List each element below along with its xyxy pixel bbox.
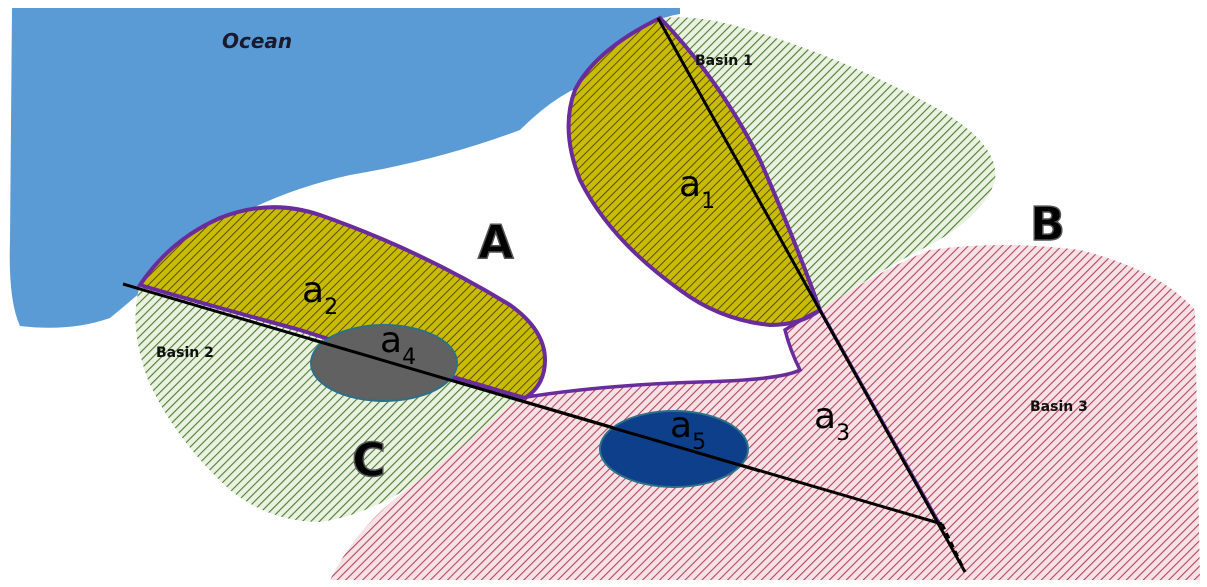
area-label-a1: a1 bbox=[679, 164, 715, 214]
basin-1-shape bbox=[660, 17, 996, 310]
area-label-a4: a4 bbox=[380, 320, 416, 370]
divide-line-dashed-tail bbox=[940, 523, 967, 573]
region-b-label: B bbox=[1030, 197, 1065, 251]
area-label-a3: a3 bbox=[814, 396, 850, 446]
divide-line-over-ellipses bbox=[309, 337, 761, 473]
basin-1-label: Basin 1 bbox=[695, 53, 753, 69]
basin-2-shape bbox=[135, 285, 520, 522]
area-label-a2: a2 bbox=[302, 270, 338, 320]
basin-3-shape bbox=[330, 245, 1200, 580]
ocean-label: Ocean bbox=[222, 29, 292, 53]
region-a-label: A bbox=[478, 215, 514, 269]
region-a3-outline bbox=[519, 307, 942, 526]
basin-3-label: Basin 3 bbox=[1030, 399, 1088, 415]
overlap-a1-shape bbox=[566, 15, 823, 328]
divide-line-basin1 bbox=[656, 17, 967, 573]
ellipse-a4 bbox=[310, 324, 458, 402]
basin-2-label: Basin 2 bbox=[156, 345, 214, 361]
region-c-label: C bbox=[352, 433, 386, 487]
area-label-a5: a5 bbox=[670, 405, 706, 455]
ellipse-a5 bbox=[599, 410, 749, 488]
